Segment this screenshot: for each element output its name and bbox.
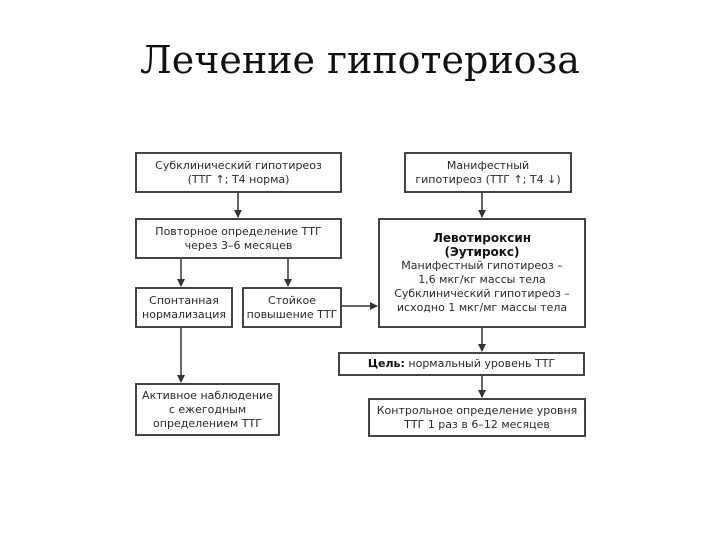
box-text: Манифестный bbox=[446, 158, 530, 172]
box-text: через 3–6 месяцев bbox=[184, 238, 293, 252]
goal-text: нормальный уровень ТТГ bbox=[408, 357, 556, 370]
box-repeat-tsh-test: Повторное определение ТТГ через 3–6 меся… bbox=[135, 218, 342, 259]
box-persistent-tsh-elevation: Стойкое повышение ТТГ bbox=[242, 287, 342, 328]
box-text: исходно 1 мкг/мг массы тела bbox=[396, 301, 568, 314]
goal-label: Цель: bbox=[367, 357, 405, 370]
box-text: (ТТГ ↑; Т4 норма) bbox=[187, 172, 290, 186]
box-text: Контрольное определение уровня bbox=[376, 403, 578, 417]
box-text: Манифестный гипотиреоз – bbox=[401, 259, 563, 272]
levothyroxine-subtitle: (Эутирокс) bbox=[444, 245, 520, 259]
box-treatment-goal: Цель: нормальный уровень ТТГ bbox=[338, 352, 585, 376]
box-text: гипотиреоз (ТТГ ↑; Т4 ↓) bbox=[415, 172, 561, 186]
box-text: определением ТТГ bbox=[153, 416, 262, 430]
box-text: с ежегодным bbox=[168, 402, 247, 416]
box-manifest-hypothyroidism: Манифестный гипотиреоз (ТТГ ↑; Т4 ↓) bbox=[404, 152, 572, 193]
box-text: Спонтанная bbox=[149, 293, 219, 307]
box-spontaneous-normalization: Спонтанная нормализация bbox=[135, 287, 233, 328]
box-text: повышение ТТГ bbox=[246, 307, 338, 321]
box-text: Повторное определение ТТГ bbox=[155, 224, 322, 238]
box-active-observation: Активное наблюдение с ежегодным определе… bbox=[135, 383, 280, 436]
box-text: Стойкое bbox=[267, 293, 317, 307]
box-text: ТТГ 1 раз в 6–12 месяцев bbox=[404, 417, 550, 431]
page-title: Лечение гипотериоза bbox=[140, 38, 580, 82]
box-control-tsh-test: Контрольное определение уровня ТТГ 1 раз… bbox=[368, 398, 586, 437]
box-subclinical-hypothyroidism: Субклинический гипотиреоз (ТТГ ↑; Т4 нор… bbox=[135, 152, 342, 193]
box-text: нормализация bbox=[142, 307, 226, 321]
box-text: 1,6 мкг/кг массы тела bbox=[418, 273, 546, 286]
box-text: Субклинический гипотиреоз – bbox=[394, 287, 570, 300]
box-levothyroxine: Левотироксин (Эутирокс) Манифестный гипо… bbox=[378, 218, 586, 328]
levothyroxine-title: Левотироксин bbox=[432, 231, 532, 245]
box-text: Активное наблюдение bbox=[142, 388, 273, 402]
box-text: Субклинический гипотиреоз bbox=[155, 158, 322, 172]
